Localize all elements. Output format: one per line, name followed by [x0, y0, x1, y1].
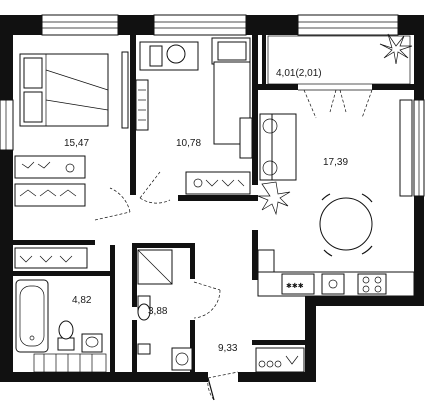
stove — [357, 273, 387, 295]
shelf — [135, 79, 149, 131]
tv-stand — [399, 99, 413, 197]
room-area-bathroom: 4,82 — [72, 295, 92, 306]
kitchen-sink — [321, 273, 345, 295]
office-chair — [166, 44, 186, 64]
wc: 3,88 — [137, 249, 193, 371]
hallway: 9,33 — [218, 343, 305, 373]
shoe-cabinet — [255, 347, 305, 373]
toilet — [57, 320, 75, 351]
bathroom: 4,82 — [14, 247, 107, 373]
bedroom-1: 15,47 — [14, 51, 129, 207]
room-area-bedroom-1: 15,47 — [64, 138, 89, 149]
plant-icon — [379, 33, 413, 65]
living-kitchen: ✱✱✱ 17,39 — [257, 99, 415, 297]
cooktop — [281, 273, 315, 295]
fridge — [257, 249, 275, 273]
bedroom-2: 10,78 — [135, 37, 253, 195]
wardrobe — [185, 171, 251, 195]
room-area-wc: 3,88 — [148, 306, 168, 317]
door-bedroom-1[interactable] — [94, 187, 131, 221]
wardrobe — [14, 155, 86, 179]
windows — [0, 14, 425, 197]
wardrobe — [14, 183, 86, 207]
interior-walls — [13, 35, 414, 372]
room-area-balcony: 4,01(2,01) — [276, 68, 322, 79]
door-wc[interactable] — [193, 281, 221, 319]
entrance-door[interactable] — [207, 371, 239, 401]
room-area-hallway: 9,33 — [218, 343, 238, 354]
sink — [81, 333, 103, 353]
door-bedroom-2[interactable] — [139, 171, 171, 204]
bathtub — [15, 279, 49, 353]
balcony-door[interactable] — [298, 89, 373, 119]
dining-table — [319, 197, 373, 251]
room-area-living-kitchen: 17,39 — [323, 157, 348, 168]
outer-walls — [0, 15, 424, 382]
svg-text:✱✱✱: ✱✱✱ — [286, 282, 304, 290]
washing-machine — [171, 347, 193, 371]
balcony: 4,01(2,01) — [267, 33, 413, 85]
plant-icon — [257, 181, 291, 216]
wardrobe — [14, 247, 88, 269]
toilet — [137, 295, 151, 321]
room-area-bedroom-2: 10,78 — [176, 138, 201, 149]
